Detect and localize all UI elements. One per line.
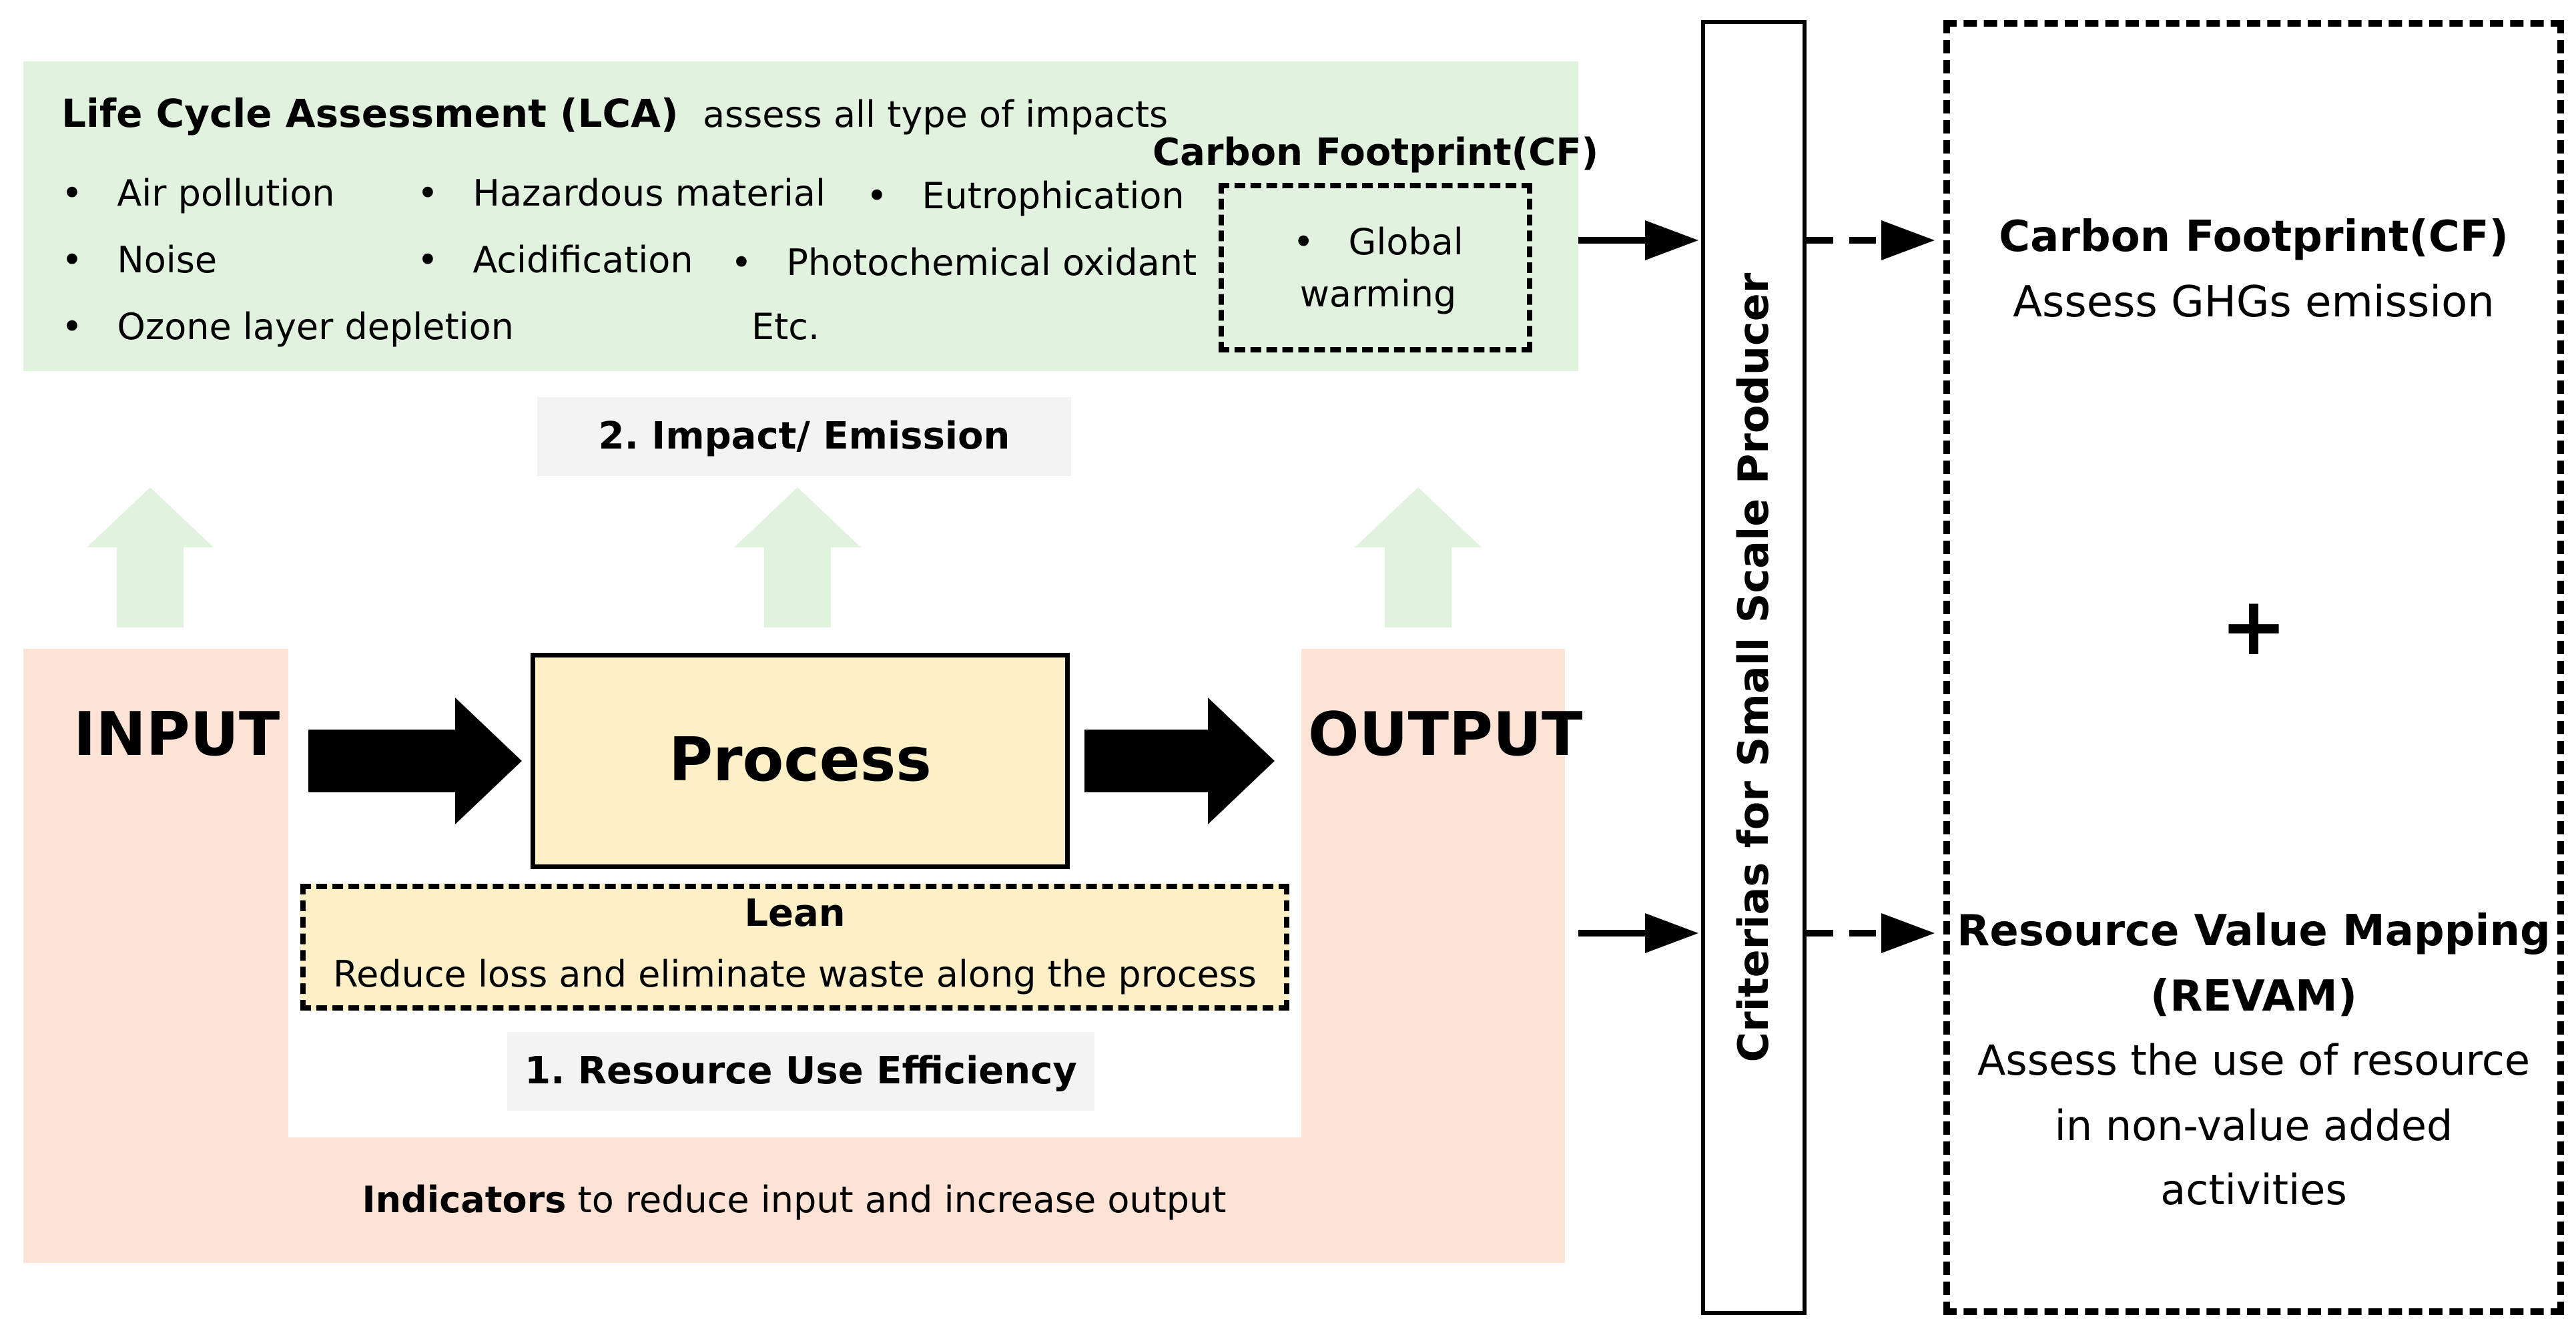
right-cf-desc: Assess GHGs emission xyxy=(2013,278,2495,327)
lca-panel xyxy=(23,61,1578,371)
criteria-to-cf-arrow-icon xyxy=(1807,220,1935,260)
lca-cf-item: • Global warming xyxy=(1293,221,1464,315)
lean-title: Lean xyxy=(744,892,846,935)
lean-box xyxy=(300,884,1289,1011)
impact-emission-label: 2. Impact/ Emission xyxy=(537,397,1071,476)
lca-to-criteria-arrow-icon xyxy=(1578,220,1698,260)
io-to-criteria-arrow-icon xyxy=(1578,913,1698,953)
revam-title-line2: (REVAM) xyxy=(2150,972,2357,1021)
indicators-text: Indicators to reduce input and increase … xyxy=(362,1179,1227,1221)
criteria-box xyxy=(1701,20,1807,1315)
lca-cf-title: Carbon Footprint(CF) xyxy=(1153,131,1599,174)
criteria-label: Criterias for Small Scale Producer xyxy=(1729,272,1778,1063)
right-cf-title: Carbon Footprint(CF) xyxy=(1999,212,2509,262)
impact-item: • Noise xyxy=(61,239,218,281)
impact-item: • Photochemical oxidant xyxy=(731,242,1197,284)
lca-header: Life Cycle Assessment (LCA) assess all t… xyxy=(61,91,1168,136)
impact-item: • Ozone layer depletion xyxy=(61,306,514,348)
revam-desc-line3: activities xyxy=(2160,1165,2347,1214)
input-arrow-icon xyxy=(308,698,522,824)
revam-title-line1: Resource Value Mapping xyxy=(1957,906,2551,956)
criteria-to-revam-arrow-icon xyxy=(1807,913,1935,953)
revam-desc-line2: in non-value added xyxy=(2054,1101,2453,1150)
resource-efficiency-label: 1. Resource Use Efficiency xyxy=(507,1032,1094,1111)
impact-item: Etc. xyxy=(751,306,820,348)
up-arrow-icon xyxy=(87,487,214,627)
impact-item: • Air pollution xyxy=(61,172,335,214)
up-arrow-icon xyxy=(1355,487,1482,627)
revam-desc-line1: Assess the use of resource xyxy=(1977,1036,2530,1085)
impact-item: • Acidification xyxy=(417,239,693,281)
lca-title: Life Cycle Assessment (LCA) xyxy=(61,91,679,136)
process-label: Process xyxy=(669,725,932,795)
output-label: OUTPUT xyxy=(1308,700,1583,770)
input-label: INPUT xyxy=(73,700,280,770)
process-box xyxy=(531,653,1070,869)
lca-subtitle: assess all type of impacts xyxy=(702,93,1169,136)
lca-cf-box xyxy=(1219,183,1532,352)
lean-description: Reduce loss and eliminate waste along th… xyxy=(333,953,1257,995)
impact-item: • Hazardous material xyxy=(417,172,826,214)
assessment-box xyxy=(1943,20,2564,1315)
up-arrow-icon xyxy=(734,487,861,627)
plus-sign: + xyxy=(2220,581,2288,674)
impact-item: • Eutrophication xyxy=(866,175,1185,217)
output-arrow-icon xyxy=(1084,698,1275,824)
